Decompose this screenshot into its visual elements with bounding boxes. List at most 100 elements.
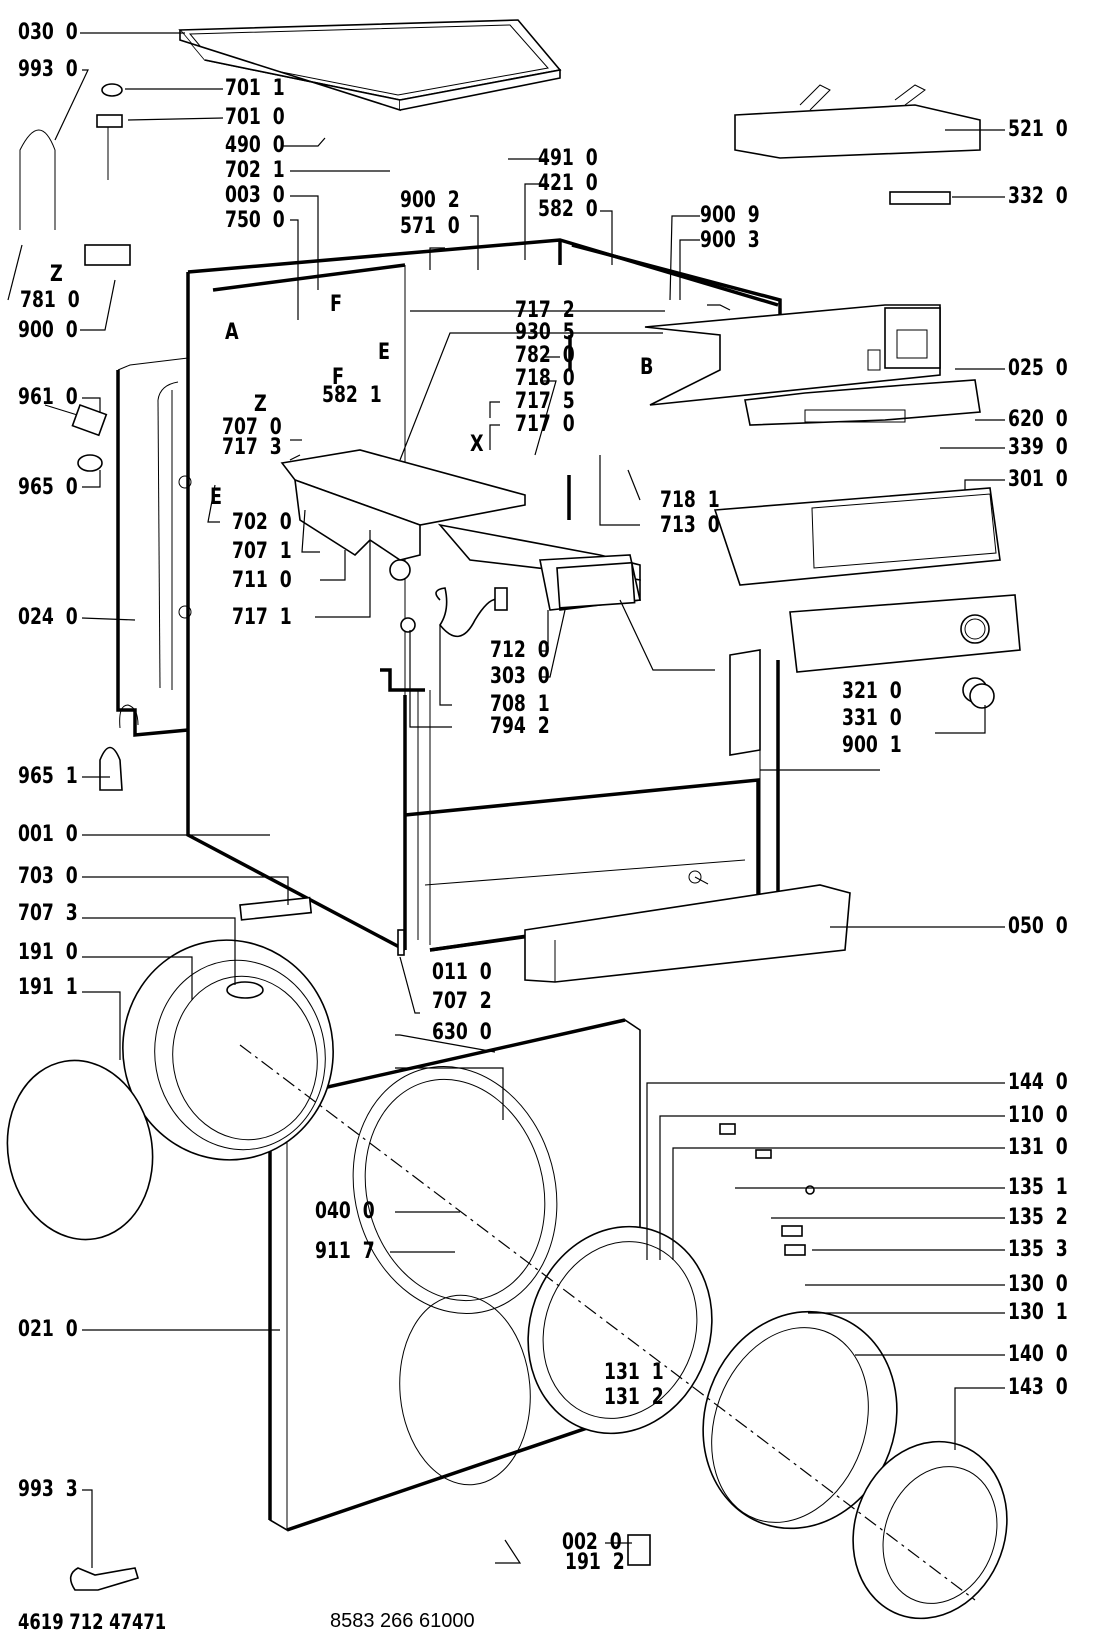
label-717-5: 717 5 xyxy=(515,389,575,414)
label-030-0: 030 0 xyxy=(18,20,78,45)
label-024-0: 024 0 xyxy=(18,605,78,630)
bracket-900-0 xyxy=(84,244,131,266)
label-620-0: 620 0 xyxy=(1008,407,1068,432)
label-191-2: 191 2 xyxy=(565,1550,625,1575)
ref-letter-a: A xyxy=(225,320,239,345)
door-inner-ring xyxy=(852,1440,1008,1620)
label-707-1: 707 1 xyxy=(232,539,292,564)
label-717-1: 717 1 xyxy=(232,605,292,630)
cabinet xyxy=(186,238,791,952)
label-303-0: 303 0 xyxy=(490,664,550,689)
footer-left-code: 4619 712 47471 xyxy=(18,1610,167,1634)
label-900-2: 900 2 xyxy=(400,188,460,213)
label-571-0: 571 0 xyxy=(400,214,460,239)
control-module xyxy=(734,84,981,159)
label-717-0: 717 0 xyxy=(515,412,575,437)
label-701-1: 701 1 xyxy=(225,76,285,101)
side-panel xyxy=(116,357,192,737)
label-140-0: 140 0 xyxy=(1008,1342,1068,1367)
label-490-0: 490 0 xyxy=(225,133,285,158)
part-701-1 xyxy=(101,83,123,97)
label-711-0: 711 0 xyxy=(232,568,292,593)
label-993-0: 993 0 xyxy=(18,57,78,82)
label-630-0: 630 0 xyxy=(432,1020,492,1045)
plinth xyxy=(524,884,851,983)
label-930-5: 930 5 xyxy=(515,320,575,345)
label-794-2: 794 2 xyxy=(490,714,550,739)
label-961-0: 961 0 xyxy=(18,385,78,410)
label-900-9: 900 9 xyxy=(700,203,760,228)
label-332-0: 332 0 xyxy=(1008,184,1068,209)
knob xyxy=(962,677,995,709)
label-331-0: 331 0 xyxy=(842,706,902,731)
part-332-0 xyxy=(889,191,951,205)
part-961-0 xyxy=(44,403,108,437)
label-135-3: 135 3 xyxy=(1008,1237,1068,1262)
part-965-0 xyxy=(77,454,103,472)
label-713-0: 713 0 xyxy=(660,513,720,538)
electronic-board xyxy=(744,379,981,426)
label-001-0: 001 0 xyxy=(18,822,78,847)
label-707-3: 707 3 xyxy=(18,901,78,926)
label-718-0: 718 0 xyxy=(515,366,575,391)
label-131-2: 131 2 xyxy=(604,1385,664,1410)
label-521-0: 521 0 xyxy=(1008,117,1068,142)
ref-letter-x: X xyxy=(470,432,484,457)
label-130-1: 130 1 xyxy=(1008,1300,1068,1325)
label-301-0: 301 0 xyxy=(1008,467,1068,492)
part-900-1 xyxy=(729,649,761,756)
dispenser-housing xyxy=(280,449,641,638)
part-002-0 xyxy=(627,1534,651,1566)
label-900-0: 900 0 xyxy=(18,318,78,343)
label-993-3: 993 3 xyxy=(18,1477,78,1502)
label-708-1: 708 1 xyxy=(490,692,550,717)
label-965-1: 965 1 xyxy=(18,764,78,789)
footer-center-code: 8583 266 61000 xyxy=(330,1610,475,1632)
front-fascia xyxy=(789,594,1021,673)
label-135-2: 135 2 xyxy=(1008,1205,1068,1230)
part-135-3 xyxy=(805,1185,815,1195)
label-717-3: 717 3 xyxy=(222,435,282,460)
label-900-3: 900 3 xyxy=(700,228,760,253)
part-135-1 xyxy=(719,1123,736,1135)
label-021-0: 021 0 xyxy=(18,1317,78,1342)
control-frame xyxy=(644,304,941,406)
ref-letter-z2: Z xyxy=(50,262,63,287)
label-900-1: 900 1 xyxy=(842,733,902,758)
label-582-1: 582 1 xyxy=(322,383,382,408)
label-582-0: 582 0 xyxy=(538,197,598,222)
label-191-0: 191 0 xyxy=(18,940,78,965)
assembly-axis xyxy=(239,1044,976,1601)
label-040-0: 040 0 xyxy=(315,1199,375,1224)
label-701-0: 701 0 xyxy=(225,105,285,130)
top-cover xyxy=(178,19,562,112)
label-011-0: 011 0 xyxy=(432,960,492,985)
label-782-0: 782 0 xyxy=(515,343,575,368)
part-965-1 xyxy=(99,746,123,791)
label-135-1: 135 1 xyxy=(1008,1175,1068,1200)
label-003-0: 003 0 xyxy=(225,183,285,208)
part-011-0 xyxy=(397,929,405,956)
part-703-0 xyxy=(239,896,313,921)
label-965-0: 965 0 xyxy=(18,475,78,500)
ref-letter-z: Z xyxy=(254,392,267,417)
door-ring xyxy=(527,1225,713,1435)
label-718-1: 718 1 xyxy=(660,488,720,513)
ref-letter-e2: E xyxy=(210,485,223,510)
label-050-0: 050 0 xyxy=(1008,914,1068,939)
leader-lines xyxy=(7,32,1005,1568)
ref-letter-b: B xyxy=(640,355,654,380)
ref-letter-e: E xyxy=(378,340,391,365)
label-703-0: 703 0 xyxy=(18,864,78,889)
label-702-1: 702 1 xyxy=(225,158,285,183)
label-750-0: 750 0 xyxy=(225,208,285,233)
label-712-0: 712 0 xyxy=(490,638,550,663)
label-702-0: 702 0 xyxy=(232,510,292,535)
label-131-0: 131 0 xyxy=(1008,1135,1068,1160)
part-130-0 xyxy=(781,1225,803,1237)
label-131-1: 131 1 xyxy=(604,1360,664,1385)
gasket-ring xyxy=(399,1294,531,1486)
part-707-3 xyxy=(226,981,264,999)
